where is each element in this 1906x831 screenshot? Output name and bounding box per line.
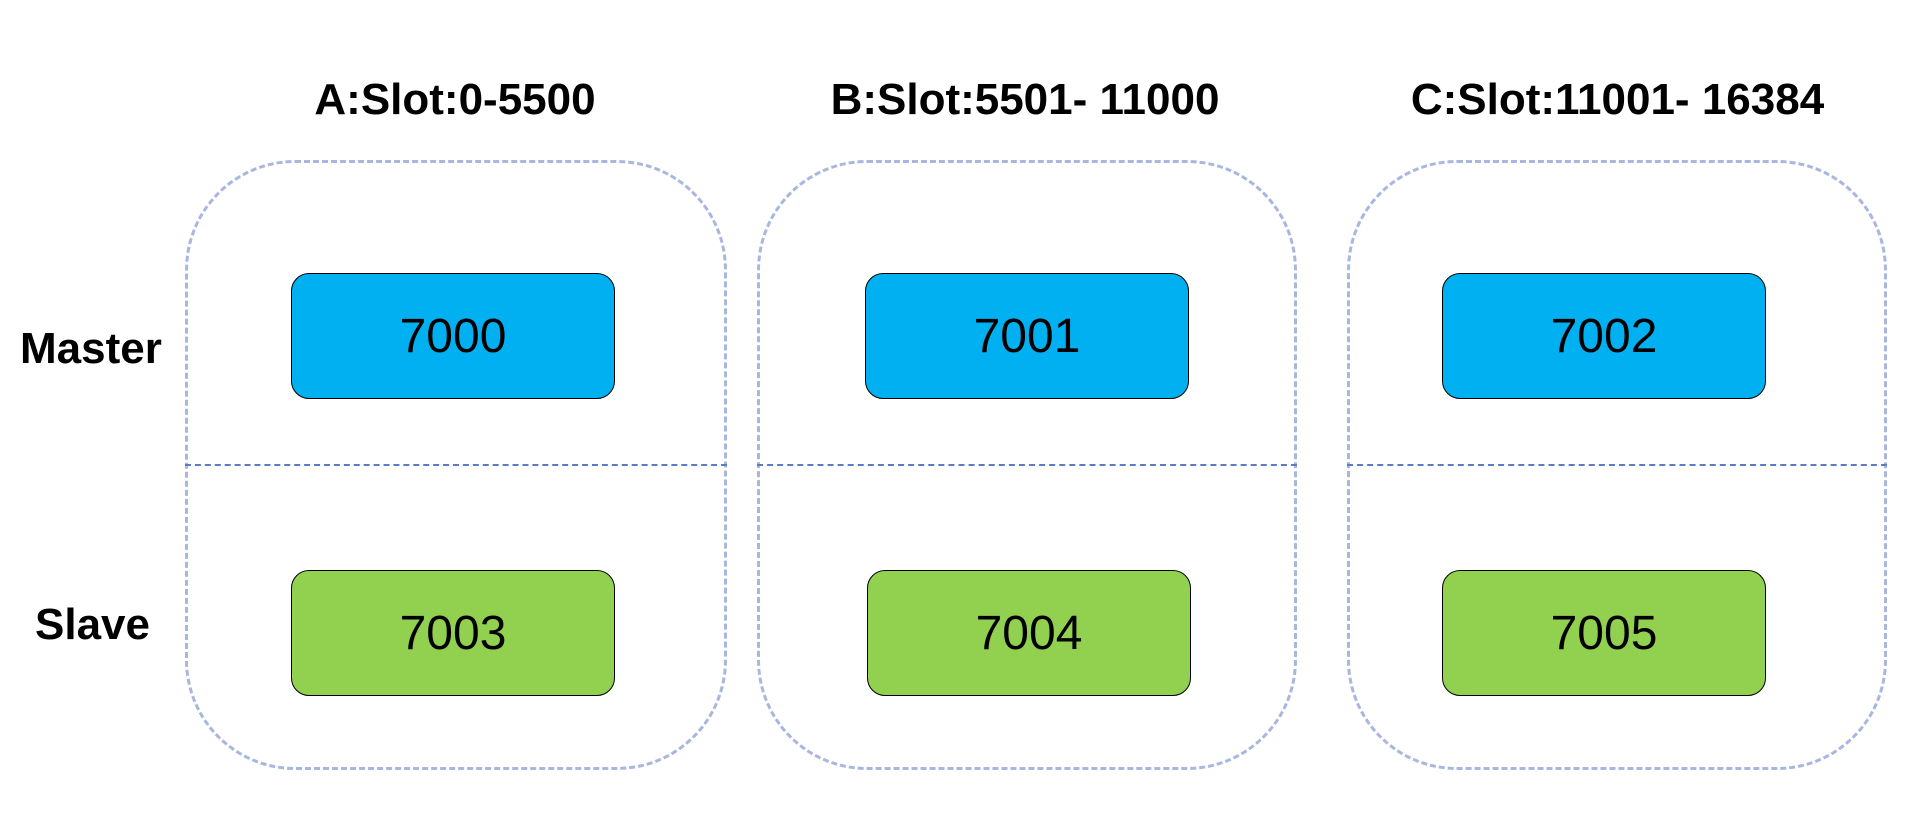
master-node-c[interactable]: 7002 [1442,273,1766,399]
slave-node-c[interactable]: 7005 [1442,570,1766,696]
column-title-c: C:Slot:11001- 16384 [1410,75,1825,124]
column-title-a: A:Slot:0-5500 [314,75,596,124]
master-node-a[interactable]: 7000 [291,273,615,399]
divider-a [185,464,727,466]
column-title-b: B:Slot:5501- 11000 [830,75,1220,124]
divider-c [1347,464,1887,466]
row-label-master: Master [20,324,162,373]
slave-node-b[interactable]: 7004 [867,570,1191,696]
master-node-b[interactable]: 7001 [865,273,1189,399]
divider-b [757,464,1297,466]
row-label-slave: Slave [35,600,150,649]
slave-node-a[interactable]: 7003 [291,570,615,696]
